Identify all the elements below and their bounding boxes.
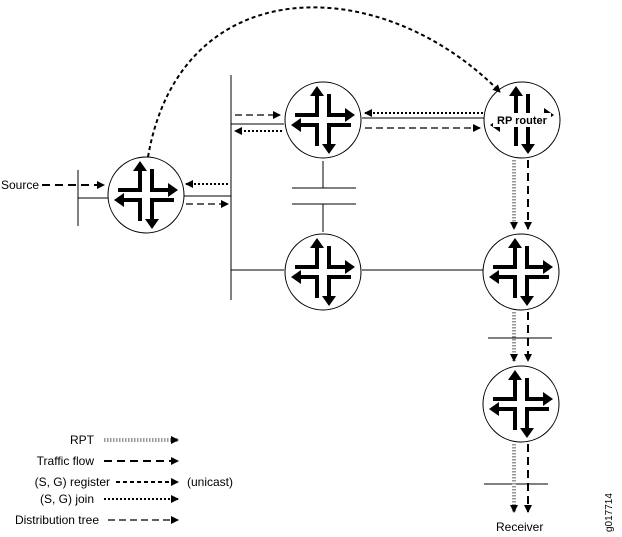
router-bottom-mid-icon[interactable] xyxy=(284,233,362,311)
receiver-label: Receiver xyxy=(496,520,543,534)
legend-label-distribution: Distribution tree xyxy=(15,513,99,527)
legend-unicast-note: (unicast) xyxy=(187,475,233,489)
flows xyxy=(42,6,532,513)
router-source-icon[interactable] xyxy=(107,156,185,234)
legend-label-join: (S, G) join xyxy=(40,492,94,506)
source-label: Source xyxy=(1,178,39,192)
rp-router-label: RP router xyxy=(497,115,548,127)
router-top-mid-icon[interactable] xyxy=(284,81,362,159)
legend: RPT Traffic flow (S, G) register (unicas… xyxy=(15,433,233,527)
figure-id-label: g017714 xyxy=(604,493,615,532)
legend-label-traffic: Traffic flow xyxy=(37,454,95,468)
register-arc xyxy=(147,6,501,158)
router-right-mid-icon[interactable] xyxy=(482,233,560,311)
legend-label-register: (S, G) register xyxy=(35,475,110,489)
router-receiver-icon[interactable] xyxy=(482,365,560,443)
routers xyxy=(107,81,561,443)
legend-label-rpt: RPT xyxy=(70,433,95,447)
